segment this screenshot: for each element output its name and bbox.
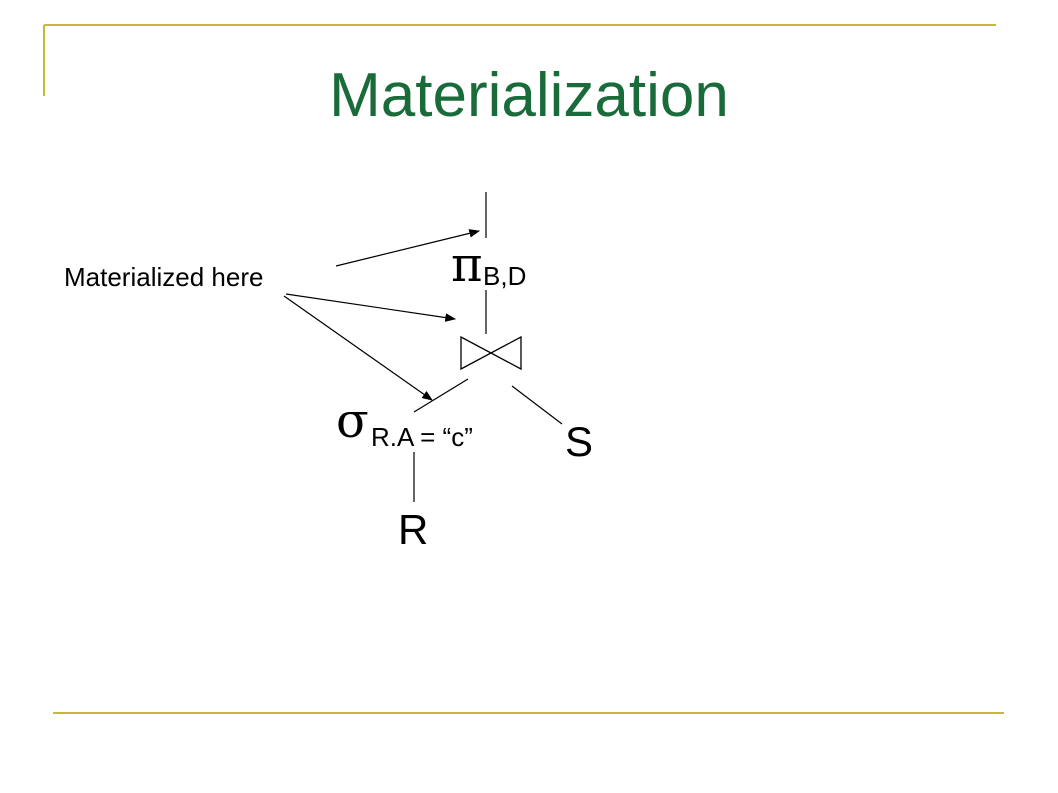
selection-symbol: σ	[336, 393, 369, 449]
slide-title: Materialization	[329, 61, 729, 130]
arrow-to-selection	[283, 295, 433, 401]
annotation-label: Materialized here	[64, 262, 263, 292]
relation-s-label: S	[565, 418, 593, 465]
edge-join-to-selection	[413, 378, 469, 413]
relation-r-label: R	[398, 506, 428, 553]
edge-join-to-s	[511, 385, 563, 425]
selection-subscript: R.A = “c”	[371, 422, 473, 452]
projection-subscript: B,D	[483, 261, 526, 291]
arrow-to-join	[285, 293, 457, 322]
projection-symbol: π	[451, 237, 483, 293]
join-symbol	[460, 335, 522, 371]
arrow-to-projection	[335, 229, 481, 267]
